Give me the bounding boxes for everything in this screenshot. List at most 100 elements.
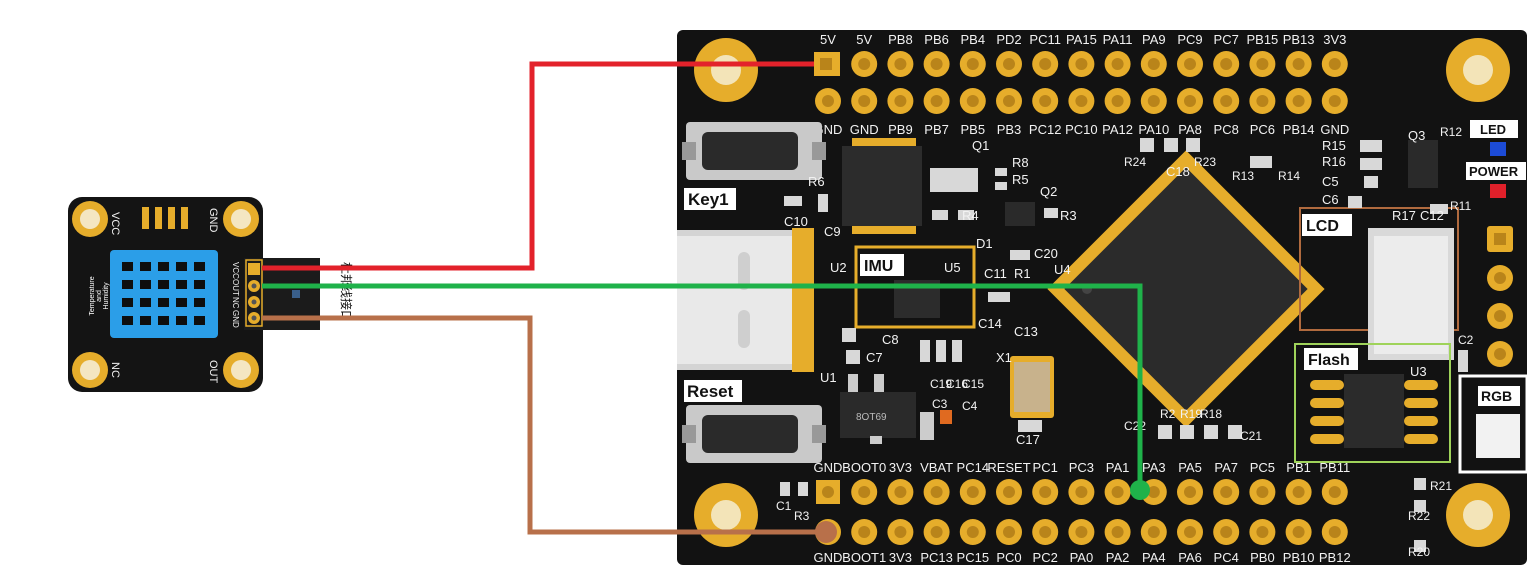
right-side-pads <box>1487 226 1513 367</box>
second-pin-hole-12 <box>1256 95 1269 107</box>
svg-text:R5: R5 <box>1012 172 1029 187</box>
svg-text:R12: R12 <box>1440 125 1462 139</box>
top-pin-hole-10 <box>1184 58 1196 70</box>
bottom-lower-label-5: PC0 <box>996 550 1021 565</box>
second-pin-label-1: GND <box>850 122 879 137</box>
svg-text:R18: R18 <box>1200 407 1222 421</box>
svg-text:C1: C1 <box>776 499 792 513</box>
usb-c-connector <box>677 228 814 372</box>
bottom-upper-pin-hole-1 <box>858 486 871 498</box>
top-pin-hole-1 <box>858 58 871 70</box>
reset-label: Reset <box>687 382 734 401</box>
grille-slot <box>176 316 187 325</box>
bottom-lower-pin-hole-11 <box>1220 526 1233 538</box>
top-pin-label-13: PB13 <box>1283 32 1315 47</box>
svg-text:R15: R15 <box>1322 138 1346 153</box>
grille-slot <box>122 316 133 325</box>
grille-slot <box>122 280 133 289</box>
top-row-pads <box>816 51 1348 77</box>
second-pin-hole-9 <box>1147 95 1160 107</box>
svg-text:U2: U2 <box>830 260 847 275</box>
connector-label: 杜邦线接口 <box>339 262 354 322</box>
bottom-upper-label-14: PB11 <box>1319 460 1350 475</box>
power-indicator <box>1490 184 1506 198</box>
grille-slot <box>122 262 133 271</box>
svg-text:R3: R3 <box>1060 208 1077 223</box>
bottom-upper-pin-hole-7 <box>1075 486 1088 498</box>
grille-slot <box>176 262 187 271</box>
second-pin-hole-0 <box>822 95 834 107</box>
bottom-lower-label-8: PA2 <box>1106 550 1130 565</box>
svg-text:U4: U4 <box>1054 262 1071 277</box>
grille-slot <box>194 280 205 289</box>
top-pin-hole-14 <box>1328 58 1341 70</box>
bottom-upper-label-3: VBAT <box>920 460 953 475</box>
grille-slot <box>176 280 187 289</box>
svg-text:C19: C19 <box>930 377 952 391</box>
bottom-lower-label-10: PA6 <box>1178 550 1202 565</box>
bottom-lower-pin-hole-12 <box>1256 526 1269 538</box>
top-pin-hole-7 <box>1075 58 1088 70</box>
grille-slot <box>194 298 205 307</box>
dht11-element <box>110 250 218 338</box>
top-pin-hole-3 <box>930 58 943 70</box>
bottom-upper-pin-hole-10 <box>1184 486 1196 498</box>
imu-label: IMU <box>864 258 893 275</box>
dht11-sensor-module: VCC GND NC OUT Temperature and Humidity … <box>68 197 354 392</box>
bottom-lower-label-4: PC15 <box>957 550 990 565</box>
bottom-lower-pin-hole-8 <box>1111 526 1124 538</box>
second-pin-hole-2 <box>894 95 907 107</box>
second-pin-hole-14 <box>1328 95 1341 107</box>
bottom-upper-pin-hole-3 <box>930 486 943 498</box>
second-pin-hole-13 <box>1292 95 1305 107</box>
svg-text:R20: R20 <box>1408 545 1430 559</box>
passive-components <box>780 138 1468 552</box>
svg-text:C4: C4 <box>962 399 978 413</box>
bottom-upper-pin-hole-8 <box>1111 486 1124 498</box>
top-pin-label-1: 5V <box>856 32 872 47</box>
top-pin-label-3: PB6 <box>924 32 949 47</box>
bottom-lower-pin-hole-5 <box>1003 526 1015 538</box>
bottom-lower-label-1: BOOT1 <box>842 550 886 565</box>
svg-text:C20: C20 <box>1034 246 1058 261</box>
svg-text:Humidity: Humidity <box>103 282 110 310</box>
svg-text:R11: R11 <box>1450 199 1471 213</box>
svg-text:R8: R8 <box>1012 155 1029 170</box>
grille-slot <box>176 298 187 307</box>
svg-text:R2: R2 <box>1160 407 1176 421</box>
power-label: POWER <box>1469 164 1519 179</box>
second-pin-label-12: PC6 <box>1250 122 1275 137</box>
header-nc: NC <box>231 297 240 309</box>
bottom-lower-label-14: PB12 <box>1319 550 1351 565</box>
svg-text:U1: U1 <box>820 370 837 385</box>
top-pin-label-7: PA15 <box>1066 32 1097 47</box>
reset-button <box>682 405 826 463</box>
bottom-lower-pin-hole-14 <box>1328 526 1341 538</box>
bottom-upper-pin-hole-12 <box>1256 486 1269 498</box>
svg-text:Q1: Q1 <box>972 138 989 153</box>
top-pin-label-5: PD2 <box>996 32 1021 47</box>
grille-slot <box>194 316 205 325</box>
svg-text:Q3: Q3 <box>1408 128 1425 143</box>
bottom-upper-pin-hole-6 <box>1039 486 1052 498</box>
wire-vcc-5v <box>262 61 826 271</box>
top-pin-label-14: 3V3 <box>1323 32 1346 47</box>
bottom-lower-pin-hole-13 <box>1292 526 1305 538</box>
svg-text:C11: C11 <box>984 266 1007 281</box>
svg-text:and: and <box>96 290 103 302</box>
second-pin-label-7: PC10 <box>1065 122 1098 137</box>
bottom-lower-pin-hole-9 <box>1147 526 1160 538</box>
top-pin-hole-8 <box>1111 58 1124 70</box>
sensor-nc-label: NC <box>109 362 121 378</box>
svg-text:R17: R17 <box>1392 208 1416 223</box>
svg-text:U5: U5 <box>944 260 961 275</box>
key1-button <box>682 122 826 180</box>
svg-text:R3: R3 <box>794 509 810 523</box>
svg-text:R23: R23 <box>1194 155 1216 169</box>
bottom-upper-label-6: PC1 <box>1033 460 1058 475</box>
bottom-upper-label-5: RESET <box>987 460 1030 475</box>
svg-text:R4: R4 <box>962 208 979 223</box>
svg-text:U3: U3 <box>1410 364 1427 379</box>
bottom-lower-label-3: PC13 <box>920 550 953 565</box>
